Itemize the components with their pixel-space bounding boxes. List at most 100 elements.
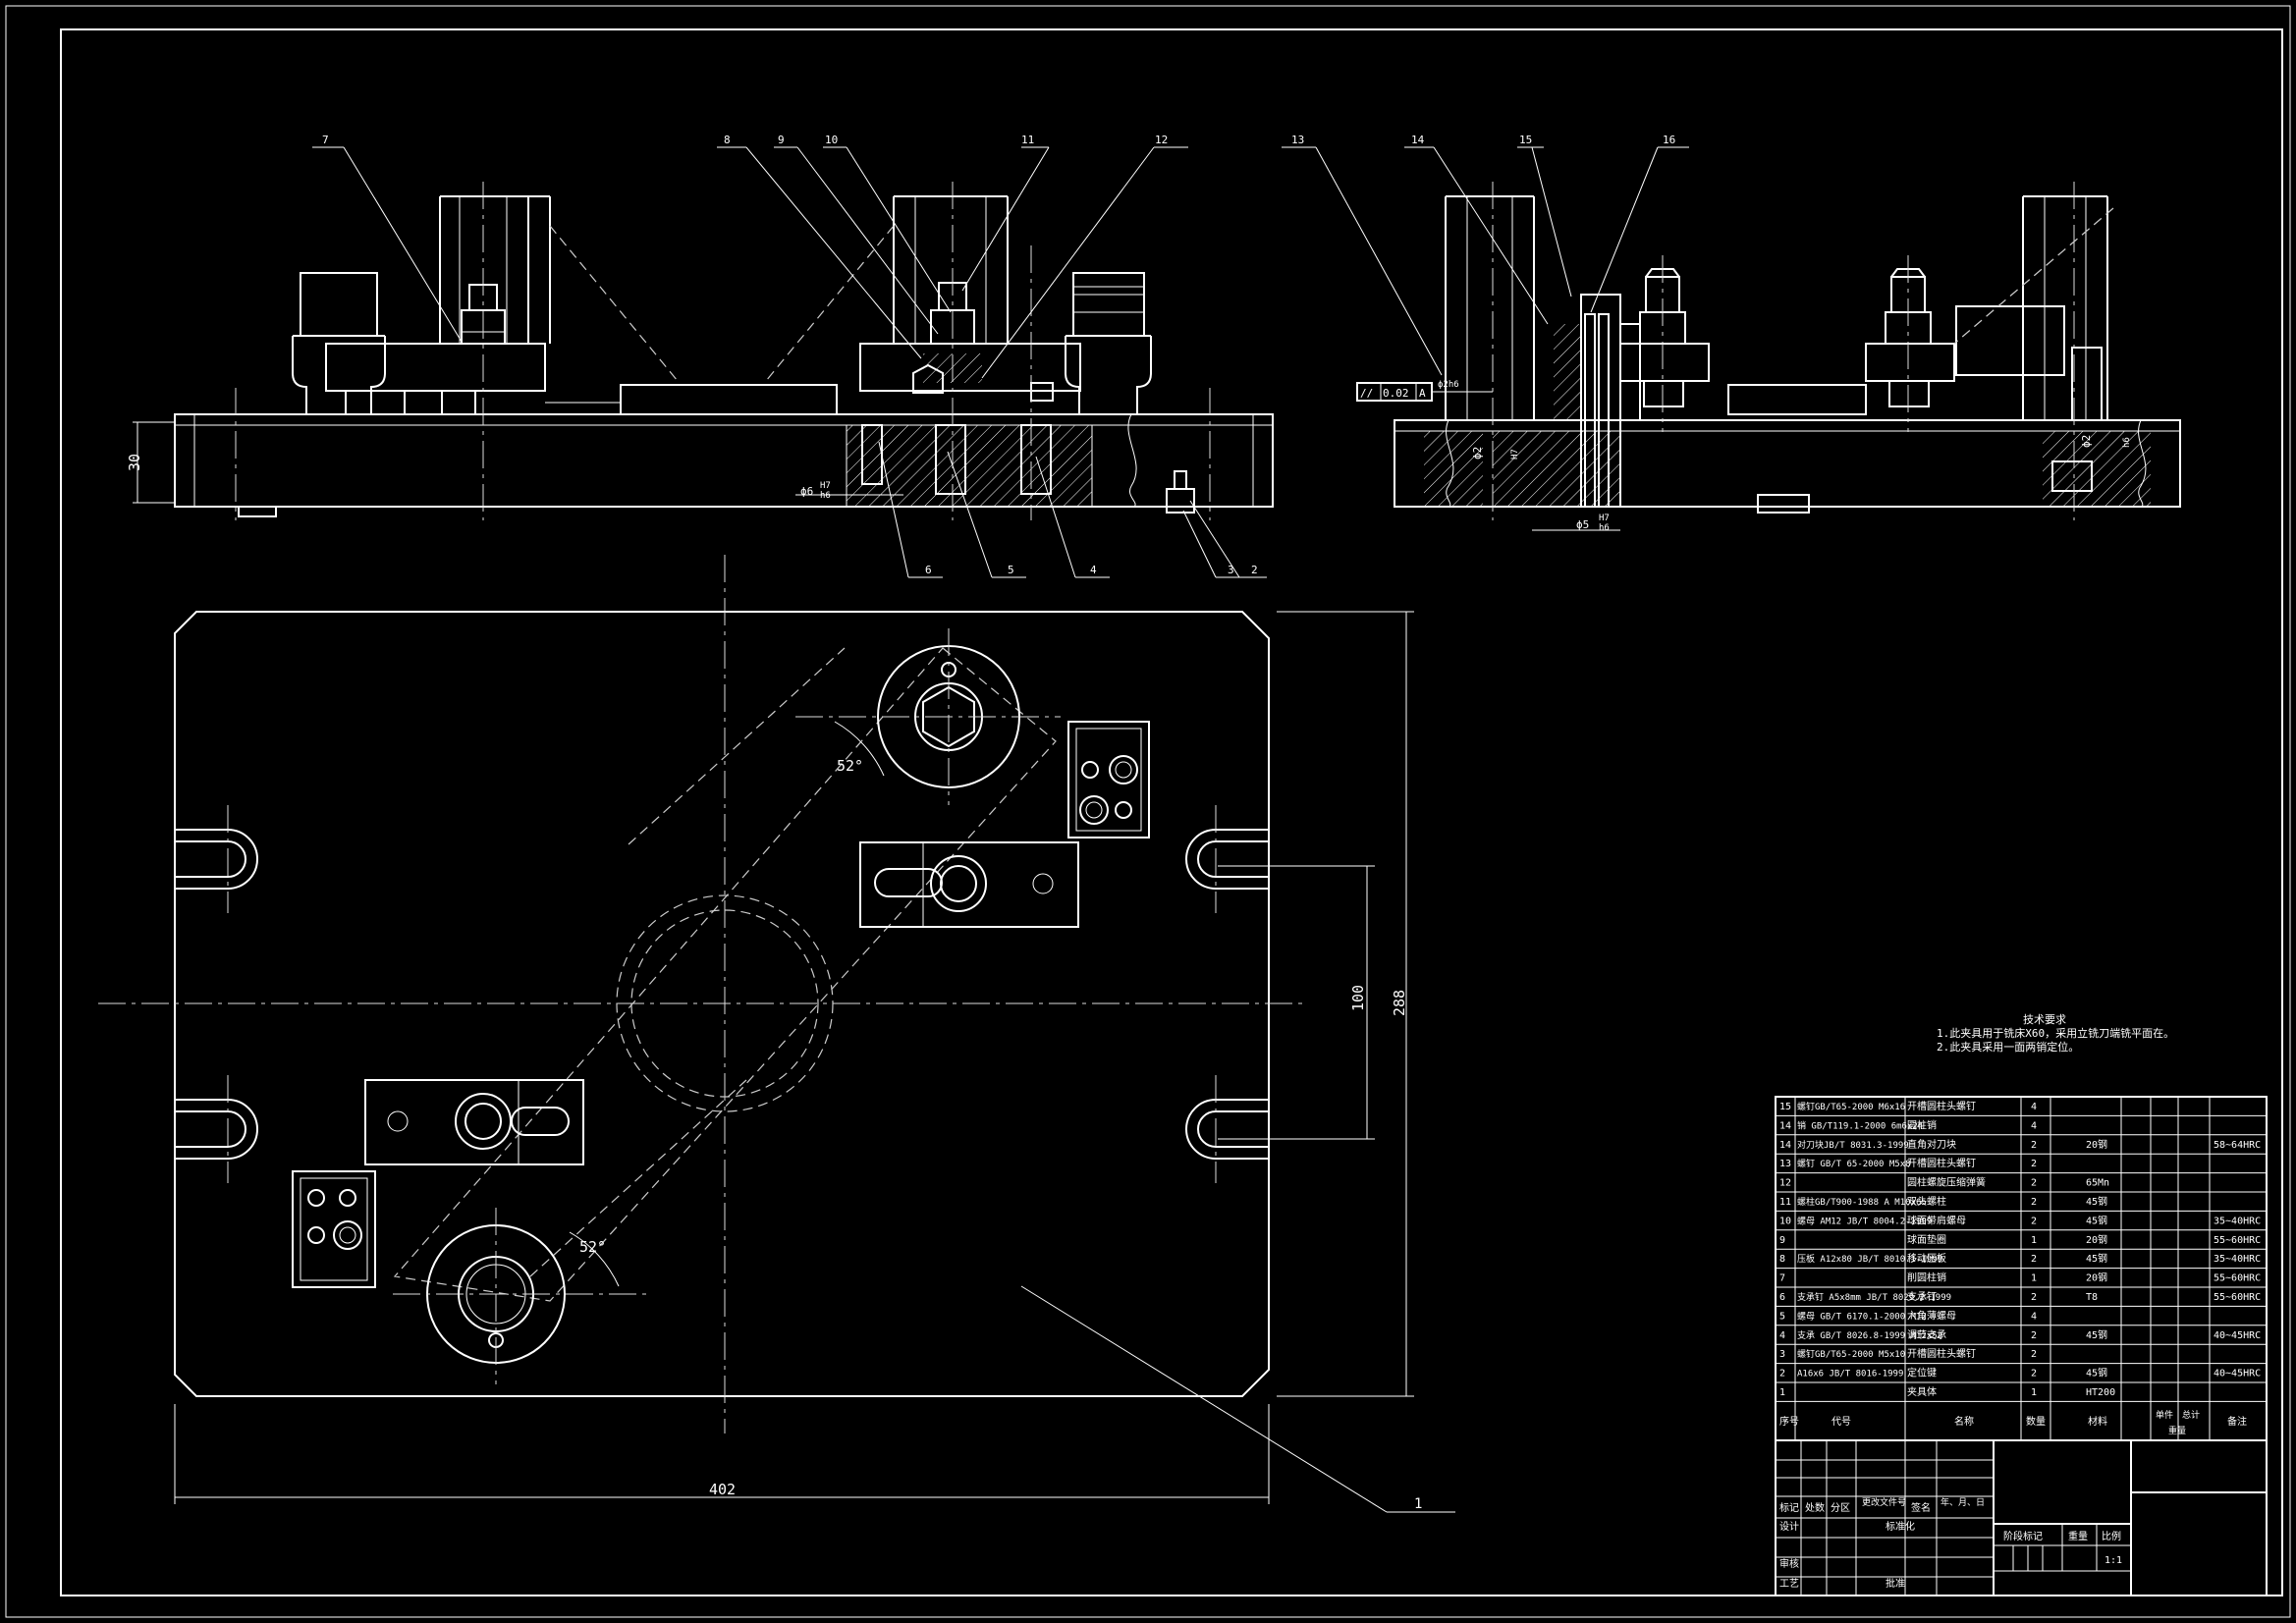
bom-cell-no: 8 [1779, 1254, 1785, 1265]
gtol-datum: A [1419, 387, 1426, 400]
dim-fit-phi2-lower: h6 [2122, 437, 2132, 448]
dim-height-288: 288 [1391, 990, 1408, 1016]
tb-stage: 阶段标记 [2003, 1530, 2043, 1542]
bom-cell-qty: 1 [2031, 1273, 2037, 1284]
tb-process: 工艺 [1779, 1578, 1799, 1590]
bom-cell-note: 40~45HRC [2214, 1330, 2261, 1341]
tb-std: 标准化 [1886, 1520, 1915, 1533]
bom-cell-note: 55~60HRC [2214, 1273, 2261, 1284]
balloon-7: 7 [322, 134, 329, 146]
technical-requirements: 技术要求 1.此夹具用于铣床X60，采用立铣刀端铣平面在。 2.此夹具采用一面两… [1937, 1013, 2174, 1054]
bom-cell-no: 13 [1779, 1159, 1791, 1169]
bom-cell-name: 移动压板 [1907, 1252, 1946, 1265]
bom-cell-code: A16x6 JB/T 8016-1999 [1797, 1370, 1903, 1380]
tb-doc: 更改文件号 [1862, 1496, 1906, 1508]
dim-fit-phi6: ϕ6 [800, 485, 813, 498]
bom-cell-name: 开槽圆柱头螺钉 [1907, 1347, 1976, 1360]
bom-cell-code: 对刀块JB/T 8031.3-1999 [1797, 1139, 1909, 1151]
bom-cell-no: 4 [1779, 1330, 1785, 1341]
bom-cell-no: 2 [1779, 1369, 1785, 1380]
balloon-1: 1 [1414, 1496, 1422, 1512]
tb-design: 设计 [1779, 1520, 1799, 1533]
tb-weight: 重量 [2068, 1530, 2088, 1542]
bom-cell-name: 定位键 [1907, 1367, 1937, 1380]
dim-angle-bottom: 52° [579, 1238, 606, 1256]
bom-cell-mat: 20钢 [2086, 1138, 2107, 1151]
side-view: // 0.02 A ϕ2h6 ϕ2 H7 ϕ2 h6 ϕ5 H7 h6 [1356, 182, 2181, 533]
tb-scale-value: 1:1 [2105, 1555, 2122, 1566]
bom-cell-code: 螺柱GB/T900-1988 A M10x65 [1797, 1196, 1927, 1208]
bom-header-code: 代号 [1831, 1416, 1851, 1428]
bom-cell-code: 销 GB/T119.1-2000 6m6x24 [1797, 1119, 1923, 1131]
bom-header-unit: 单件 [2156, 1409, 2173, 1421]
bom-cell-qty: 2 [2031, 1369, 2037, 1380]
gtol-symbol: // [1360, 387, 1373, 400]
bom-cell-code: 压板 A12x80 JB/T 8010.1-1999 [1797, 1253, 1942, 1265]
gtol-value: 0.02 [1383, 387, 1409, 400]
tb-count: 处数 [1805, 1501, 1825, 1514]
top-view: 52° 52° 402 288 100 1 [98, 555, 1455, 1513]
bom-cell-mat: 45钢 [2086, 1252, 2107, 1265]
dim-fit-phi2-right: ϕ2 [2080, 435, 2093, 448]
bom-cell-no: 11 [1779, 1197, 1791, 1208]
inner-frame [60, 28, 2283, 1596]
bom-cell-name: 削圆柱销 [1907, 1271, 1946, 1284]
bom-cell-note: 35~40HRC [2214, 1216, 2261, 1226]
bom-cell-qty: 2 [2031, 1216, 2037, 1226]
bom-cell-qty: 2 [2031, 1349, 2037, 1360]
balloon-4: 4 [1090, 564, 1097, 576]
bom-cell-note: 40~45HRC [2214, 1369, 2261, 1380]
bom-cell-mat: 45钢 [2086, 1328, 2107, 1341]
bom-cell-mat: 45钢 [2086, 1367, 2107, 1380]
bom-cell-note: 58~64HRC [2214, 1140, 2261, 1151]
dim-height-30: 30 [126, 454, 143, 471]
bom-cell-no: 14 [1779, 1120, 1791, 1131]
bom-cell-name: 夹具体 [1907, 1385, 1937, 1398]
bom-cell-qty: 4 [2031, 1311, 2037, 1322]
bom-cell-qty: 2 [2031, 1197, 2037, 1208]
dim-width-402: 402 [709, 1481, 736, 1498]
bom-cell-code: 螺钉GB/T65-2000 M5x10 [1797, 1349, 1905, 1360]
balloons-side: 13 14 15 16 [1291, 134, 1675, 146]
bom-cell-mat: 20钢 [2086, 1271, 2107, 1284]
bom-cell-code: 螺钉GB/T65-2000 M6x16 [1797, 1102, 1905, 1112]
bom-cell-name: 直角对刀块 [1907, 1138, 1956, 1151]
bom-header-note: 备注 [2227, 1415, 2247, 1428]
bom-cell-qty: 4 [2031, 1120, 2037, 1131]
dim-fit-phi5-lower: h6 [1599, 523, 1610, 533]
balloons-front: 7 8 9 10 11 12 6 5 4 3 2 [322, 134, 1258, 576]
balloon-12: 12 [1155, 134, 1168, 146]
bom-cell-qty: 2 [2031, 1140, 2037, 1151]
dim-fit-phi2-upper: H7 [1510, 449, 1520, 460]
bom-header-mat: 材料 [2088, 1415, 2107, 1428]
balloon-15: 15 [1519, 134, 1532, 146]
bom-cell-mat: 45钢 [2086, 1195, 2107, 1208]
bom-header-no: 序号 [1779, 1415, 1799, 1428]
bom-cell-no: 6 [1779, 1292, 1785, 1303]
bom-cell-qty: 2 [2031, 1159, 2037, 1169]
bom-cell-note: 35~40HRC [2214, 1254, 2261, 1265]
dim-fit-phi5: ϕ5 [1576, 518, 1589, 531]
dim-fit-phi6-upper: H7 [820, 481, 831, 491]
tech-note-1: 1.此夹具用于铣床X60，采用立铣刀端铣平面在。 [1937, 1026, 2174, 1040]
bom-cell-no: 10 [1779, 1216, 1791, 1226]
bom-cell-name: 开槽圆柱头螺钉 [1907, 1157, 1976, 1169]
bom-cell-name: 圆柱螺旋压缩弹簧 [1907, 1176, 1986, 1189]
tb-sign: 签名 [1911, 1501, 1931, 1514]
front-view: 30 ϕ6 H7 h6 [126, 182, 1274, 520]
dim-height-100: 100 [1349, 985, 1367, 1011]
bom-header-total: 总计 [2182, 1409, 2200, 1421]
bom-cell-name: 双头螺柱 [1907, 1195, 1946, 1208]
bom-cell-code: 螺母 AM12 JB/T 8004.2-1999 [1797, 1216, 1932, 1226]
balloon-2: 2 [1251, 564, 1258, 576]
bom-cell-qty: 2 [2031, 1254, 2037, 1265]
bom-cell-mat: T8 [2086, 1292, 2098, 1303]
bom-cell-no: 9 [1779, 1235, 1785, 1246]
tb-approve: 批准 [1886, 1577, 1905, 1590]
bom-cell-qty: 4 [2031, 1102, 2037, 1112]
dim-phi-small: ϕ2h6 [1438, 380, 1459, 390]
bom-cell-no: 1 [1779, 1387, 1785, 1398]
bom-cell-name: 开槽圆柱头螺钉 [1907, 1100, 1976, 1112]
dim-fit-phi5-upper: H7 [1599, 514, 1610, 523]
